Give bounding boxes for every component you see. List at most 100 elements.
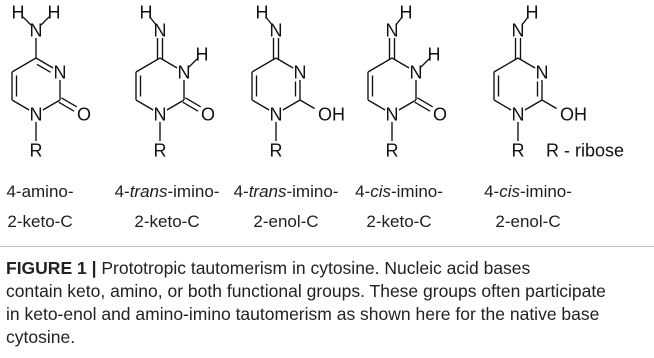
tautomer-label-4: 4-cis-imino- 2-keto-C [355,177,443,237]
bond-c6-n1 [367,99,386,111]
label-line-1: 4-cis-imino- [484,177,572,207]
atom-label-h: H [12,2,25,22]
bond-c2-oh [299,99,315,110]
atom-label-n-imino: N [270,20,283,40]
molecule-4-cis-imino-2-enol-c: N H N OH N R [493,2,587,160]
atom-label-n1: N [154,104,167,124]
bond-c2-oh [541,99,557,110]
bond-c2-o-b [60,97,78,108]
caption-line-4: cytosine. [6,327,76,347]
bond-c4-n3 [517,57,536,69]
atom-label-o: O [201,104,215,124]
bond-c4-n3 [275,57,294,69]
atom-label-n3: N [294,62,307,82]
bond-c6-n1 [11,99,30,111]
atom-label-n3: N [54,62,67,82]
molecule-4-cis-imino-2-keto-c: N H N H O N R [367,2,447,160]
atom-label-r: R [30,140,43,160]
atom-label-h-imino: H [256,2,269,22]
atom-label-oh: OH [318,104,345,124]
atom-label-o: O [77,104,91,124]
tautomer-structures: H N H N O N R H N N H O N R [11,2,624,160]
atom-label-h-n3: H [196,44,209,64]
tautomer-labels: 4-amino- 2-keto-C 4-trans-imino- 2-keto-… [0,177,654,239]
atom-label-h-imino: H [140,2,153,22]
caption-line-3: in keto-enol and amino-imino tautomerism… [6,304,600,324]
bond-c2-o-a [414,101,431,112]
caption-divider [0,246,654,247]
bond-c6-n1 [493,99,512,111]
tautomer-label-1: 4-amino- 2-keto-C [6,177,73,237]
bond-n1-c2 [524,99,543,111]
label-prefix: 4- [355,182,371,201]
atom-label-n-imino: N [154,20,167,40]
bond-n1-c2 [398,99,417,111]
tautomer-label-2: 4-trans-imino- 2-keto-C [115,177,220,237]
caption-line-2: contain keto, amino, or both functional … [6,281,606,301]
label-suffix: -imino- [519,182,572,201]
bond-n-h-imino [149,17,157,25]
atom-label-n1: N [30,104,43,124]
bond-n1-c2 [42,99,61,111]
atom-label-n3: N [536,62,549,82]
molecule-4-trans-imino-2-enol-c: H N N OH N R [251,2,345,160]
label-italic: cis [499,182,520,201]
atom-label-r: R [270,140,283,160]
atom-label-r: R [154,140,167,160]
figure-label: FIGURE 1 | [6,258,97,278]
atom-label-h: H [48,2,61,22]
atom-label-o: O [433,104,447,124]
atom-label-n1: N [386,104,399,124]
bond-n-h-right [40,16,50,26]
bond-c4-c5 [11,57,37,73]
bond-n3-h [420,58,430,68]
atom-label-n-amino: N [30,20,43,40]
label-line-2: 2-keto-C [366,212,432,231]
bond-c2-o-b [184,97,202,108]
label-line-2: 2-keto-C [134,212,200,231]
bond-c4-c5 [493,57,519,73]
atom-label-h-n3: H [428,44,441,64]
atom-label-h-imino: H [400,2,413,22]
label-suffix: -imino- [390,182,443,201]
bond-c4-c5 [251,57,277,73]
tautomer-label-5: 4-cis-imino- 2-enol-C [484,177,572,237]
bond-c4-c5 [135,57,161,73]
label-line-1: 4-cis-imino- [355,177,443,207]
label-italic: trans [248,182,287,201]
atom-label-n-imino: N [386,20,399,40]
label-line-1: 4-trans-imino- [234,177,339,207]
label-line-2: 2-enol-C [253,212,319,231]
atom-label-r: R [386,140,399,160]
label-italic: trans [129,182,168,201]
bond-c4-n3 [159,57,178,69]
tautomer-label-3: 4-trans-imino- 2-enol-C [234,177,339,237]
bond-c4-c5 [367,57,393,73]
atom-label-n1: N [512,104,525,124]
molecule-4-trans-imino-2-keto-c: H N N H O N R [135,2,215,160]
atom-label-oh: OH [560,104,587,124]
bond-c4-n3 [35,57,54,69]
label-suffix: -imino- [167,182,220,201]
bond-n3-h [188,58,198,68]
label-suffix: -imino- [286,182,339,201]
bond-c4-n3 [391,57,410,69]
bond-c4-n3-inner [36,63,51,73]
bond-n-h-left [22,16,32,26]
label-line-2: 2-keto-C [7,212,73,231]
caption-text: Prototropic tautomerism in cytosine. Nuc… [101,258,531,278]
bond-n-h-imino [265,17,273,25]
atom-label-n3: N [178,62,191,82]
caption-line-1: FIGURE 1 |Prototropic tautomerism in cyt… [6,257,650,280]
label-prefix: 4- [233,182,249,201]
figure-caption: FIGURE 1 |Prototropic tautomerism in cyt… [6,257,650,349]
atom-label-h-imino: H [526,2,539,22]
atom-label-r: R [512,140,525,160]
bond-n-h-imino [395,17,403,25]
atom-label-n3: N [410,62,423,82]
r-group-legend: R - ribose [546,140,624,160]
label-line-1: 4-amino- [6,177,73,207]
atom-label-n-imino: N [512,20,525,40]
label-prefix: 4- [114,182,130,201]
bond-c6-n1 [135,99,154,111]
